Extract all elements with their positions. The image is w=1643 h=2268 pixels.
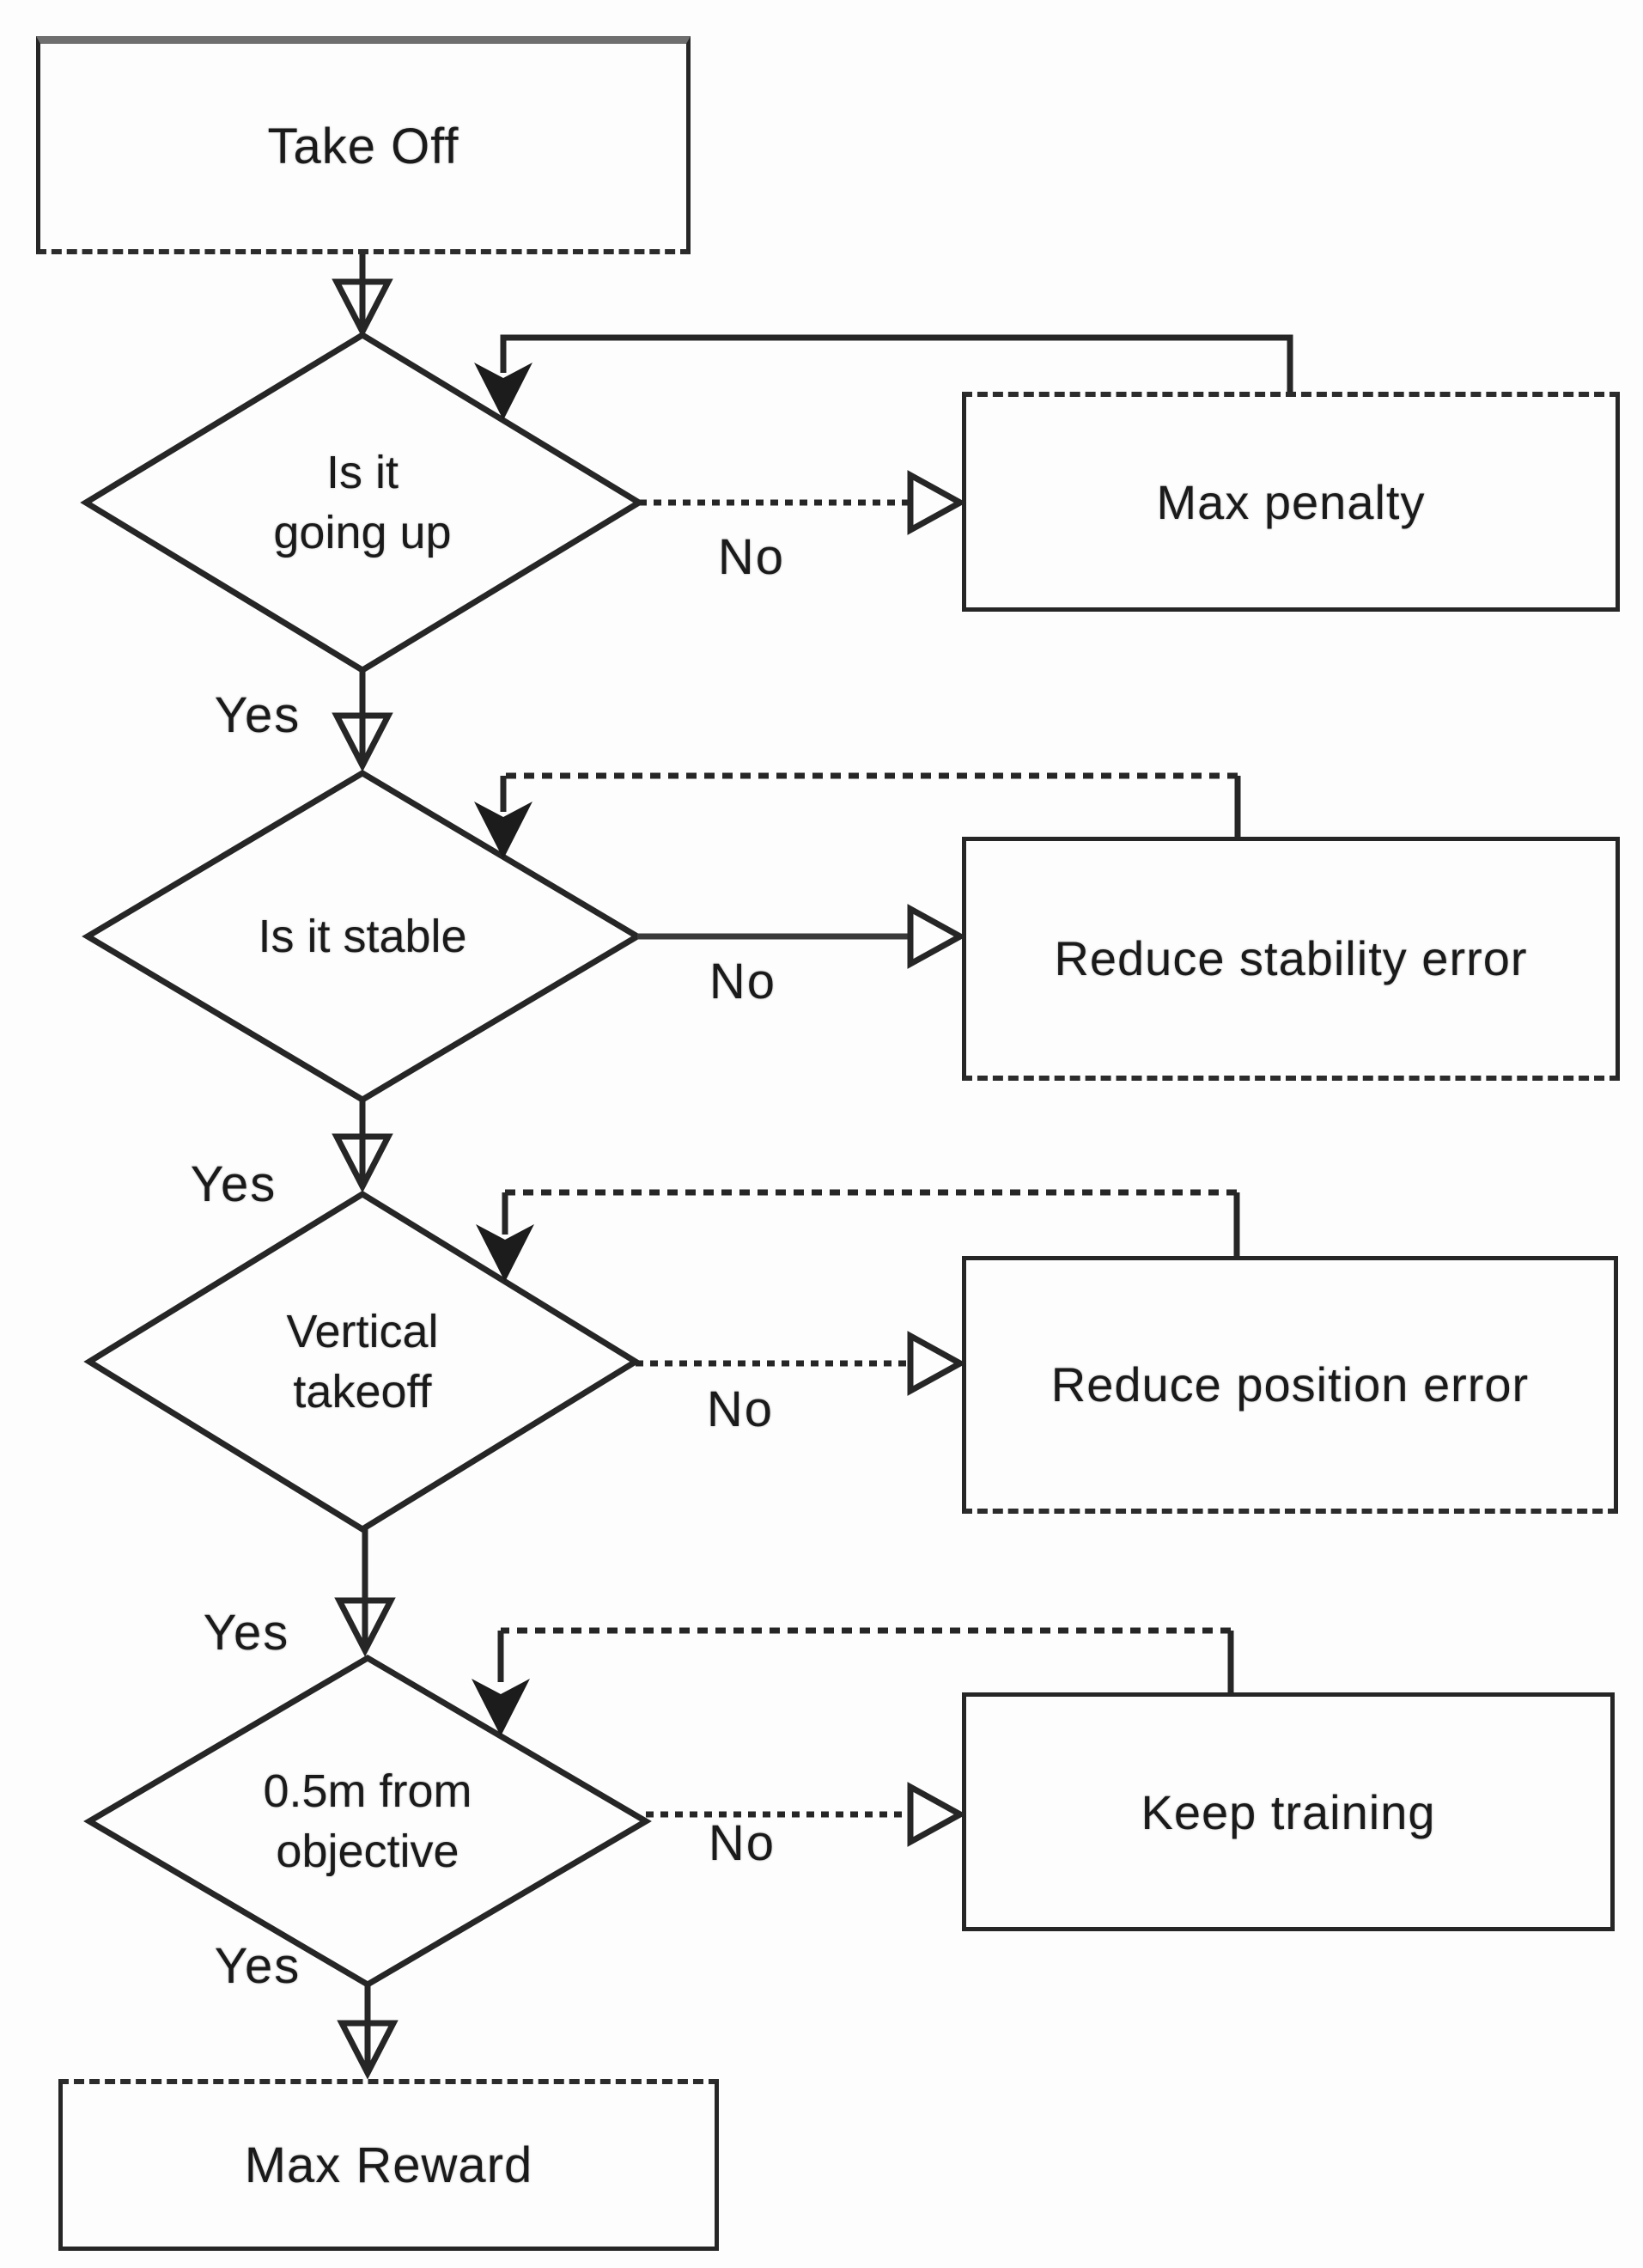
no3-open-arrowhead-icon bbox=[907, 1331, 967, 1396]
loop4-filled-arrowhead-icon bbox=[472, 1679, 530, 1736]
start-to-diamond1-open-arrowhead-icon bbox=[332, 278, 393, 338]
yes3-label: Yes bbox=[203, 1604, 290, 1661]
diamond-4-question: 0.5m from objective bbox=[263, 1765, 472, 1877]
loop2-filled-arrowhead-icon bbox=[474, 802, 532, 859]
start-box-label: Take Off bbox=[267, 119, 459, 174]
diamond-2-question: Is it stable bbox=[258, 910, 467, 962]
end-box-label: Max Reward bbox=[244, 2137, 533, 2193]
diamond-1-question: Is it going up bbox=[273, 446, 452, 558]
action-box-max-penalty-label: Max penalty bbox=[1156, 475, 1426, 529]
yes1-open-arrowhead-icon bbox=[332, 712, 393, 772]
action-box-reduce-position-error-label: Reduce position error bbox=[1050, 1357, 1530, 1411]
end-box: Max Reward bbox=[58, 2079, 719, 2251]
no2-label: No bbox=[709, 953, 777, 1009]
no1-open-arrowhead-icon bbox=[907, 470, 967, 535]
action-box-reduce-stability-error: Reduce stability error bbox=[962, 837, 1620, 1081]
no4-open-arrowhead-icon bbox=[907, 1782, 967, 1847]
action-box-keep-training: Keep training bbox=[962, 1692, 1615, 1931]
yes2-label: Yes bbox=[190, 1155, 277, 1212]
no2-open-arrowhead-icon bbox=[907, 904, 967, 969]
action-box-reduce-position-error: Reduce position error bbox=[962, 1256, 1618, 1514]
action-box-reduce-stability-error-label: Reduce stability error bbox=[1054, 931, 1528, 985]
loop3-filled-arrowhead-icon bbox=[476, 1224, 534, 1282]
yes3-open-arrowhead-icon bbox=[334, 1597, 396, 1657]
yes2-open-arrowhead-icon bbox=[332, 1133, 393, 1193]
loop1-filled-arrowhead-icon bbox=[474, 363, 532, 420]
action-box-keep-training-label: Keep training bbox=[1141, 1784, 1436, 1839]
no1-label: No bbox=[717, 528, 786, 585]
no4-label: No bbox=[708, 1814, 776, 1871]
diamond-3-question: Vertical takeoff bbox=[286, 1305, 439, 1418]
yes4-label: Yes bbox=[214, 1937, 301, 1994]
yes4-open-arrowhead-icon bbox=[337, 2020, 399, 2080]
loop1-feedback-line bbox=[500, 334, 1293, 392]
no3-label: No bbox=[706, 1381, 775, 1437]
yes1-label: Yes bbox=[214, 686, 301, 743]
start-box: Take Off bbox=[36, 36, 691, 254]
action-box-max-penalty: Max penalty bbox=[962, 392, 1620, 612]
